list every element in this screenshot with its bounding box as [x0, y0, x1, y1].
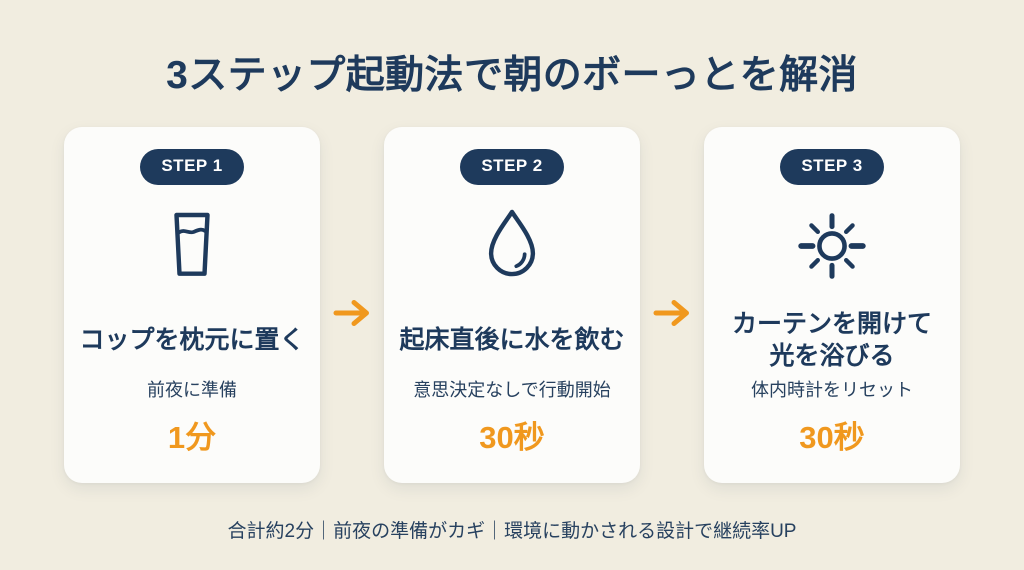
arrow-cell: [640, 127, 704, 483]
step-card-3: STEP 3 カーテンを開けて 光を浴びる 体内時計をリセット 30秒: [704, 127, 960, 483]
step-duration: 1分: [167, 419, 217, 455]
water-glass-icon: [174, 212, 210, 276]
step-title: カーテンを開けて 光を浴びる: [731, 309, 932, 370]
step-icon-wrap: [161, 185, 223, 307]
step-card-2: STEP 2 起床直後に水を飲む 意思決定なしで行動開始 30秒: [384, 127, 640, 483]
step-title: 起床直後に水を飲む: [399, 325, 625, 354]
step-badge: STEP 3: [780, 149, 884, 185]
page-title: 3ステップ起動法で朝のボーっとを解消: [166, 54, 858, 97]
step-duration: 30秒: [799, 419, 865, 455]
step-card-1: STEP 1 コップを枕元に置く 前夜に準備 1分: [64, 127, 320, 483]
step-subtitle: 意思決定なしで行動開始: [413, 379, 611, 400]
right-arrow-icon: [653, 300, 689, 326]
step-subtitle: 体内時計をリセット: [751, 379, 913, 400]
step-subtitle: 前夜に準備: [147, 379, 237, 400]
step-badge: STEP 1: [140, 149, 244, 185]
footer-summary: 合計約2分｜前夜の準備がカギ｜環境に動かされる設計で継続率UP: [227, 521, 797, 542]
step-duration: 30秒: [479, 419, 545, 455]
steps-row: STEP 1 コップを枕元に置く 前夜に準備 1分 STEP 2: [64, 127, 960, 483]
water-drop-icon: [488, 209, 536, 277]
step-badge: STEP 2: [460, 149, 564, 185]
sun-icon: [798, 212, 866, 279]
arrow-cell: [320, 127, 384, 483]
right-arrow-icon: [333, 300, 369, 326]
step-icon-wrap: [792, 185, 872, 307]
step-title: コップを枕元に置く: [79, 325, 305, 354]
step-icon-wrap: [479, 185, 545, 307]
